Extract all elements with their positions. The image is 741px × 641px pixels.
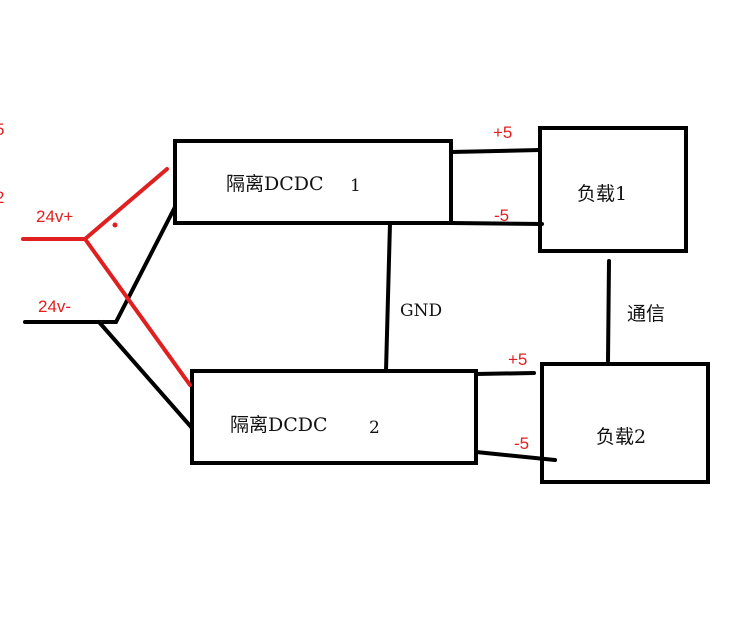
rail-plus-2-wire [474, 371, 536, 376]
rail-plus-2-label: +5 [508, 350, 527, 369]
load-1-label: 负载1 [577, 183, 627, 205]
load-1-box [538, 126, 688, 253]
edge-mark-top: 5 [0, 120, 4, 139]
dcdc-2-label: 隔离DCDC [230, 414, 328, 436]
load-2-label: 负载2 [596, 426, 646, 448]
dcdc-1-index: 1 [350, 176, 361, 196]
neg-input-label: 24v- [38, 297, 71, 316]
pos-junction-dot [112, 222, 118, 228]
dcdc-1-box [173, 139, 453, 225]
pos-input-label: 24v+ [36, 207, 73, 226]
pos-to-dcdc2-wire [83, 237, 192, 387]
rail-minus-1-label: -5 [494, 206, 509, 225]
dcdc-2-index: 2 [369, 418, 380, 438]
gnd-wire [384, 221, 392, 373]
rail-plus-1-wire [449, 148, 542, 154]
rail-minus-1-wire [449, 221, 544, 226]
gnd-label: GND [400, 301, 442, 321]
rail-plus-1-label: +5 [493, 123, 512, 142]
dcdc-2-box [190, 369, 478, 465]
dcdc-1-label: 隔离DCDC [226, 173, 324, 195]
pos-to-dcdc1-wire [83, 167, 169, 241]
rail-minus-2-wire [474, 450, 557, 462]
neg-to-dcdc2-wire [97, 320, 194, 430]
edge-mark-mid: 2 [0, 188, 4, 207]
neg-to-dcdc1-wire [114, 205, 177, 324]
load-2-box [540, 362, 710, 484]
rail-minus-2-label: -5 [514, 434, 529, 453]
comm-label: 通信 [627, 303, 665, 325]
comm-wire [606, 259, 611, 363]
